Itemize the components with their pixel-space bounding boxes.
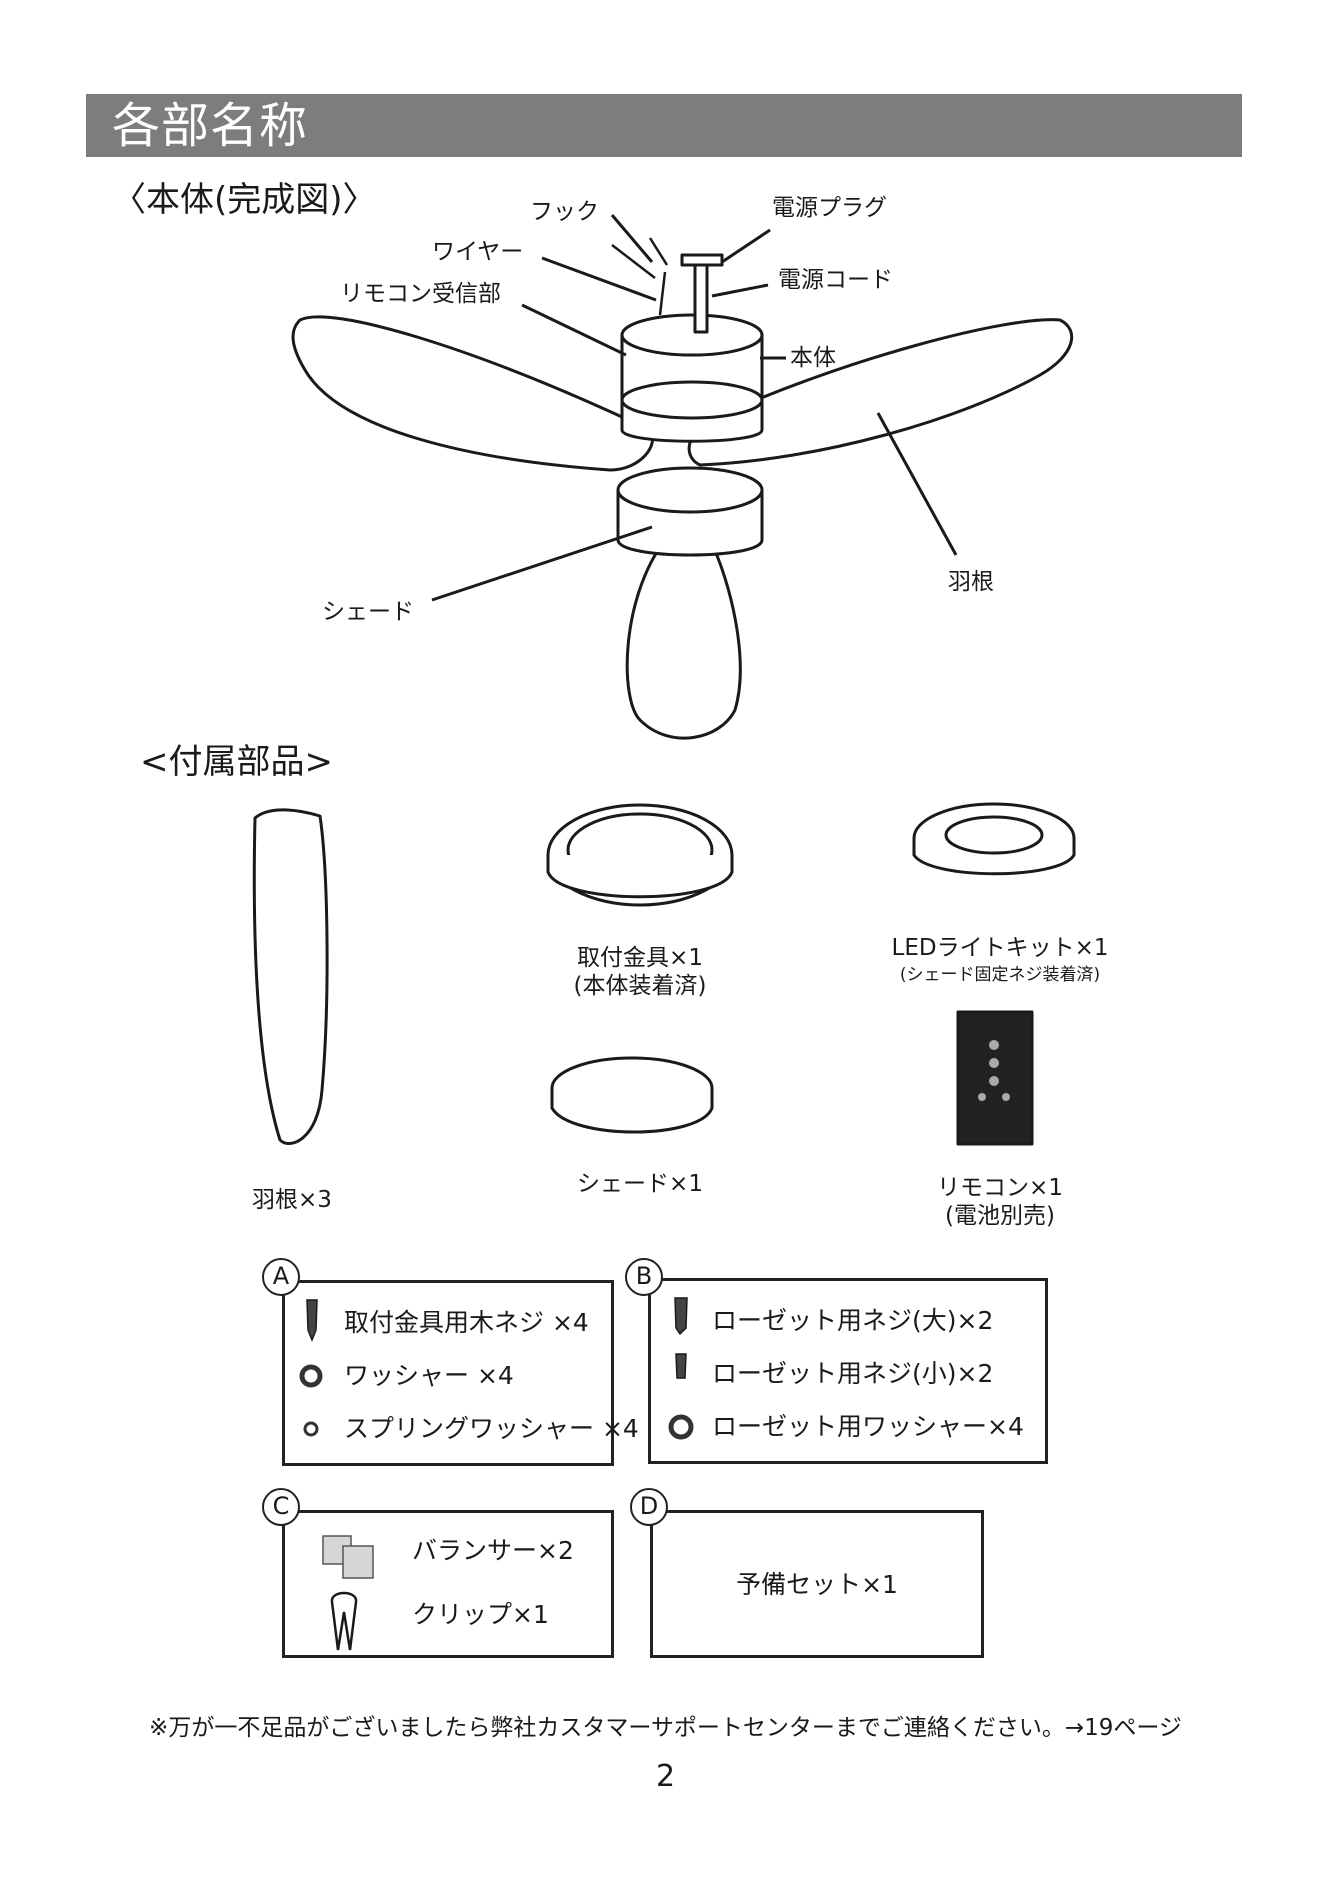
page-number: 2 [0, 1759, 1331, 1795]
washer-icon [302, 1367, 320, 1385]
footer-note: ※万が一不足品がございましたら弊社カスタマーサポートセンターまでご連絡ください。… [0, 1713, 1331, 1743]
large-screw-icon [675, 1298, 687, 1334]
rosette-washer-icon [671, 1417, 691, 1437]
wood-screw-icon [307, 1300, 317, 1340]
small-screw-icon [676, 1354, 686, 1378]
clip-icon [332, 1593, 356, 1650]
spring-washer-icon [305, 1423, 317, 1435]
small-parts-icons [0, 0, 1331, 1700]
